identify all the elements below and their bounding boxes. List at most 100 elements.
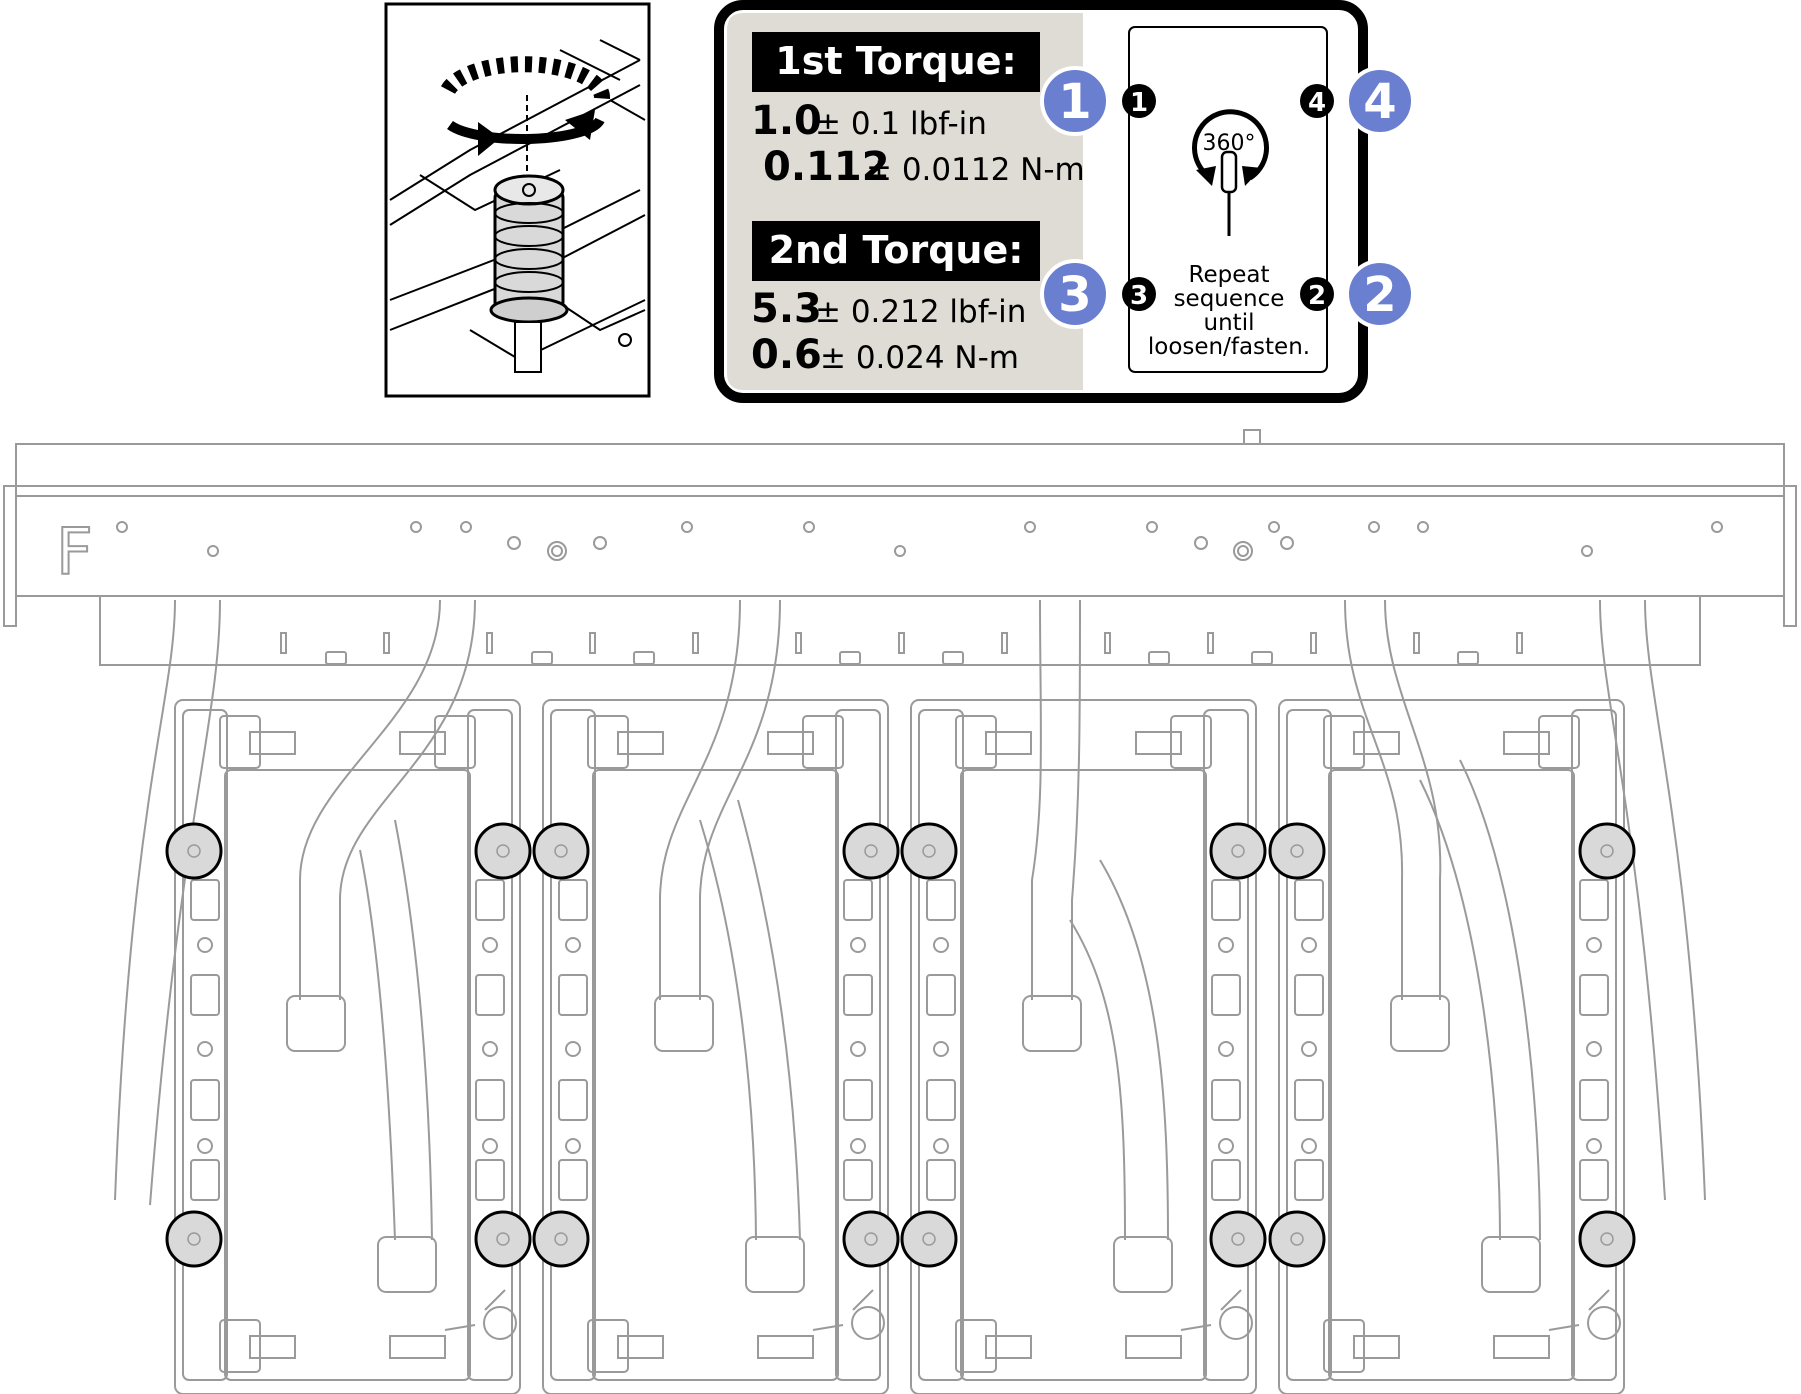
retention-slot [1413, 632, 1420, 654]
mounting-hole [681, 521, 693, 533]
rail-slot [558, 1159, 588, 1201]
retention-slot [1207, 632, 1214, 654]
torx-screw-icon [1578, 822, 1636, 880]
latch [1323, 1319, 1365, 1373]
first-torque-heading-box [752, 32, 1040, 92]
latch-bar [389, 1335, 446, 1359]
sequence-number-4 [1300, 84, 1334, 118]
screw-detail-inset [384, 2, 651, 398]
water-hoses [114, 599, 1706, 1241]
screw-head [165, 822, 223, 880]
rail-hole [933, 937, 949, 953]
cold-plate-body [960, 769, 1207, 1381]
step-4-badge-label: 4 [1363, 74, 1396, 130]
mounting-hole [1280, 536, 1294, 550]
chassis-front-bar [3, 429, 1797, 666]
rail-slot [1294, 1159, 1324, 1201]
sequence-number-4-label: 4 [1308, 88, 1326, 118]
latch-bar [249, 1335, 296, 1359]
sequence-number-3-label: 3 [1130, 281, 1148, 311]
latch [1170, 715, 1212, 769]
cold-plate-module [1278, 699, 1625, 1394]
lever-arm [812, 1289, 874, 1331]
screw-torx-recess [1290, 1232, 1304, 1246]
rail-slot [558, 974, 588, 1016]
water-hose [359, 849, 396, 1241]
screw-head [165, 1210, 223, 1268]
torx-screw-icon [474, 1210, 532, 1268]
latch [587, 715, 629, 769]
torque-spec-card: 1st Torque: 1.0 ± 0.1 lbf-in 0.112 ± 0.0… [714, 0, 1415, 403]
rotation-arrow-icon [440, 56, 610, 156]
torx-screw-icon [842, 1210, 900, 1268]
second-torque-heading: 2nd Torque: [769, 228, 1024, 272]
latch-bar [617, 1335, 664, 1359]
mounting-hole [1233, 541, 1253, 561]
cold-plate-module [174, 699, 521, 1394]
first-torque-lbf-tolerance: ± 0.1 lbf-in [815, 106, 987, 142]
rail-hole [197, 937, 213, 953]
retention-slot [692, 632, 699, 654]
screw-head [1268, 1210, 1326, 1268]
first-torque-nm-value: 0.112 [763, 144, 890, 190]
lever-arm [444, 1289, 506, 1331]
rail-hole [850, 1041, 866, 1057]
side-rail [835, 709, 881, 1381]
torx-screw-icon [165, 1210, 223, 1268]
cold-plate-modules [174, 699, 1625, 1394]
latch [955, 1319, 997, 1373]
screw-head [1209, 1210, 1267, 1268]
side-rail [1203, 709, 1249, 1381]
rail-hole [482, 1041, 498, 1057]
second-torque-heading-box [752, 221, 1040, 281]
first-torque-heading: 1st Torque: [775, 39, 1016, 83]
screwdriver-icon [1192, 109, 1269, 236]
cold-plate-module [910, 699, 1257, 1394]
mounting-hole [551, 545, 563, 557]
cold-plate-frame [542, 699, 889, 1394]
torx-screw-icon [489, 174, 569, 373]
retention-clip [633, 651, 655, 665]
retention-slot [1310, 632, 1317, 654]
rail-hole [1586, 937, 1602, 953]
rail-slot [1211, 879, 1241, 921]
latch [434, 715, 476, 769]
retention-slot [1104, 632, 1111, 654]
rail-slot [475, 1079, 505, 1121]
step-1-badge-label: 1 [1058, 74, 1091, 130]
latch [219, 1319, 261, 1373]
latch-bar [1353, 731, 1400, 755]
side-rail [467, 709, 513, 1381]
sequence-number-2-label: 2 [1308, 281, 1326, 311]
sequence-number-3 [1122, 277, 1156, 311]
side-rail [1571, 709, 1617, 1381]
rail-slot [843, 1079, 873, 1121]
hose-connector [1481, 1236, 1541, 1293]
mounting-hole [460, 521, 472, 533]
screw-torx-recess [187, 844, 201, 858]
rail-slot [190, 879, 220, 921]
cold-plate-frame [910, 699, 1257, 1394]
step-3-badge-label: 3 [1058, 267, 1091, 323]
screw-head [1209, 822, 1267, 880]
latch-bar [1135, 731, 1182, 755]
retention-slot [795, 632, 802, 654]
rail-slot [1579, 1159, 1609, 1201]
lever-arm [1548, 1289, 1610, 1331]
rail-slot [843, 974, 873, 1016]
cold-plate-module [542, 699, 889, 1394]
torx-screw-icon [842, 822, 900, 880]
hose-connector [1113, 1236, 1173, 1293]
screw-torx-recess [1231, 844, 1245, 858]
screw-torx-recess [922, 844, 936, 858]
mounting-hole [1581, 545, 1593, 557]
sequence-number-2 [1300, 277, 1334, 311]
latch [955, 715, 997, 769]
cold-plate-body [224, 769, 471, 1381]
rail-hole [933, 1138, 949, 1154]
water-hose [299, 599, 441, 1000]
retention-slot [1001, 632, 1008, 654]
rail-hole [197, 1138, 213, 1154]
rail-slot [926, 1159, 956, 1201]
